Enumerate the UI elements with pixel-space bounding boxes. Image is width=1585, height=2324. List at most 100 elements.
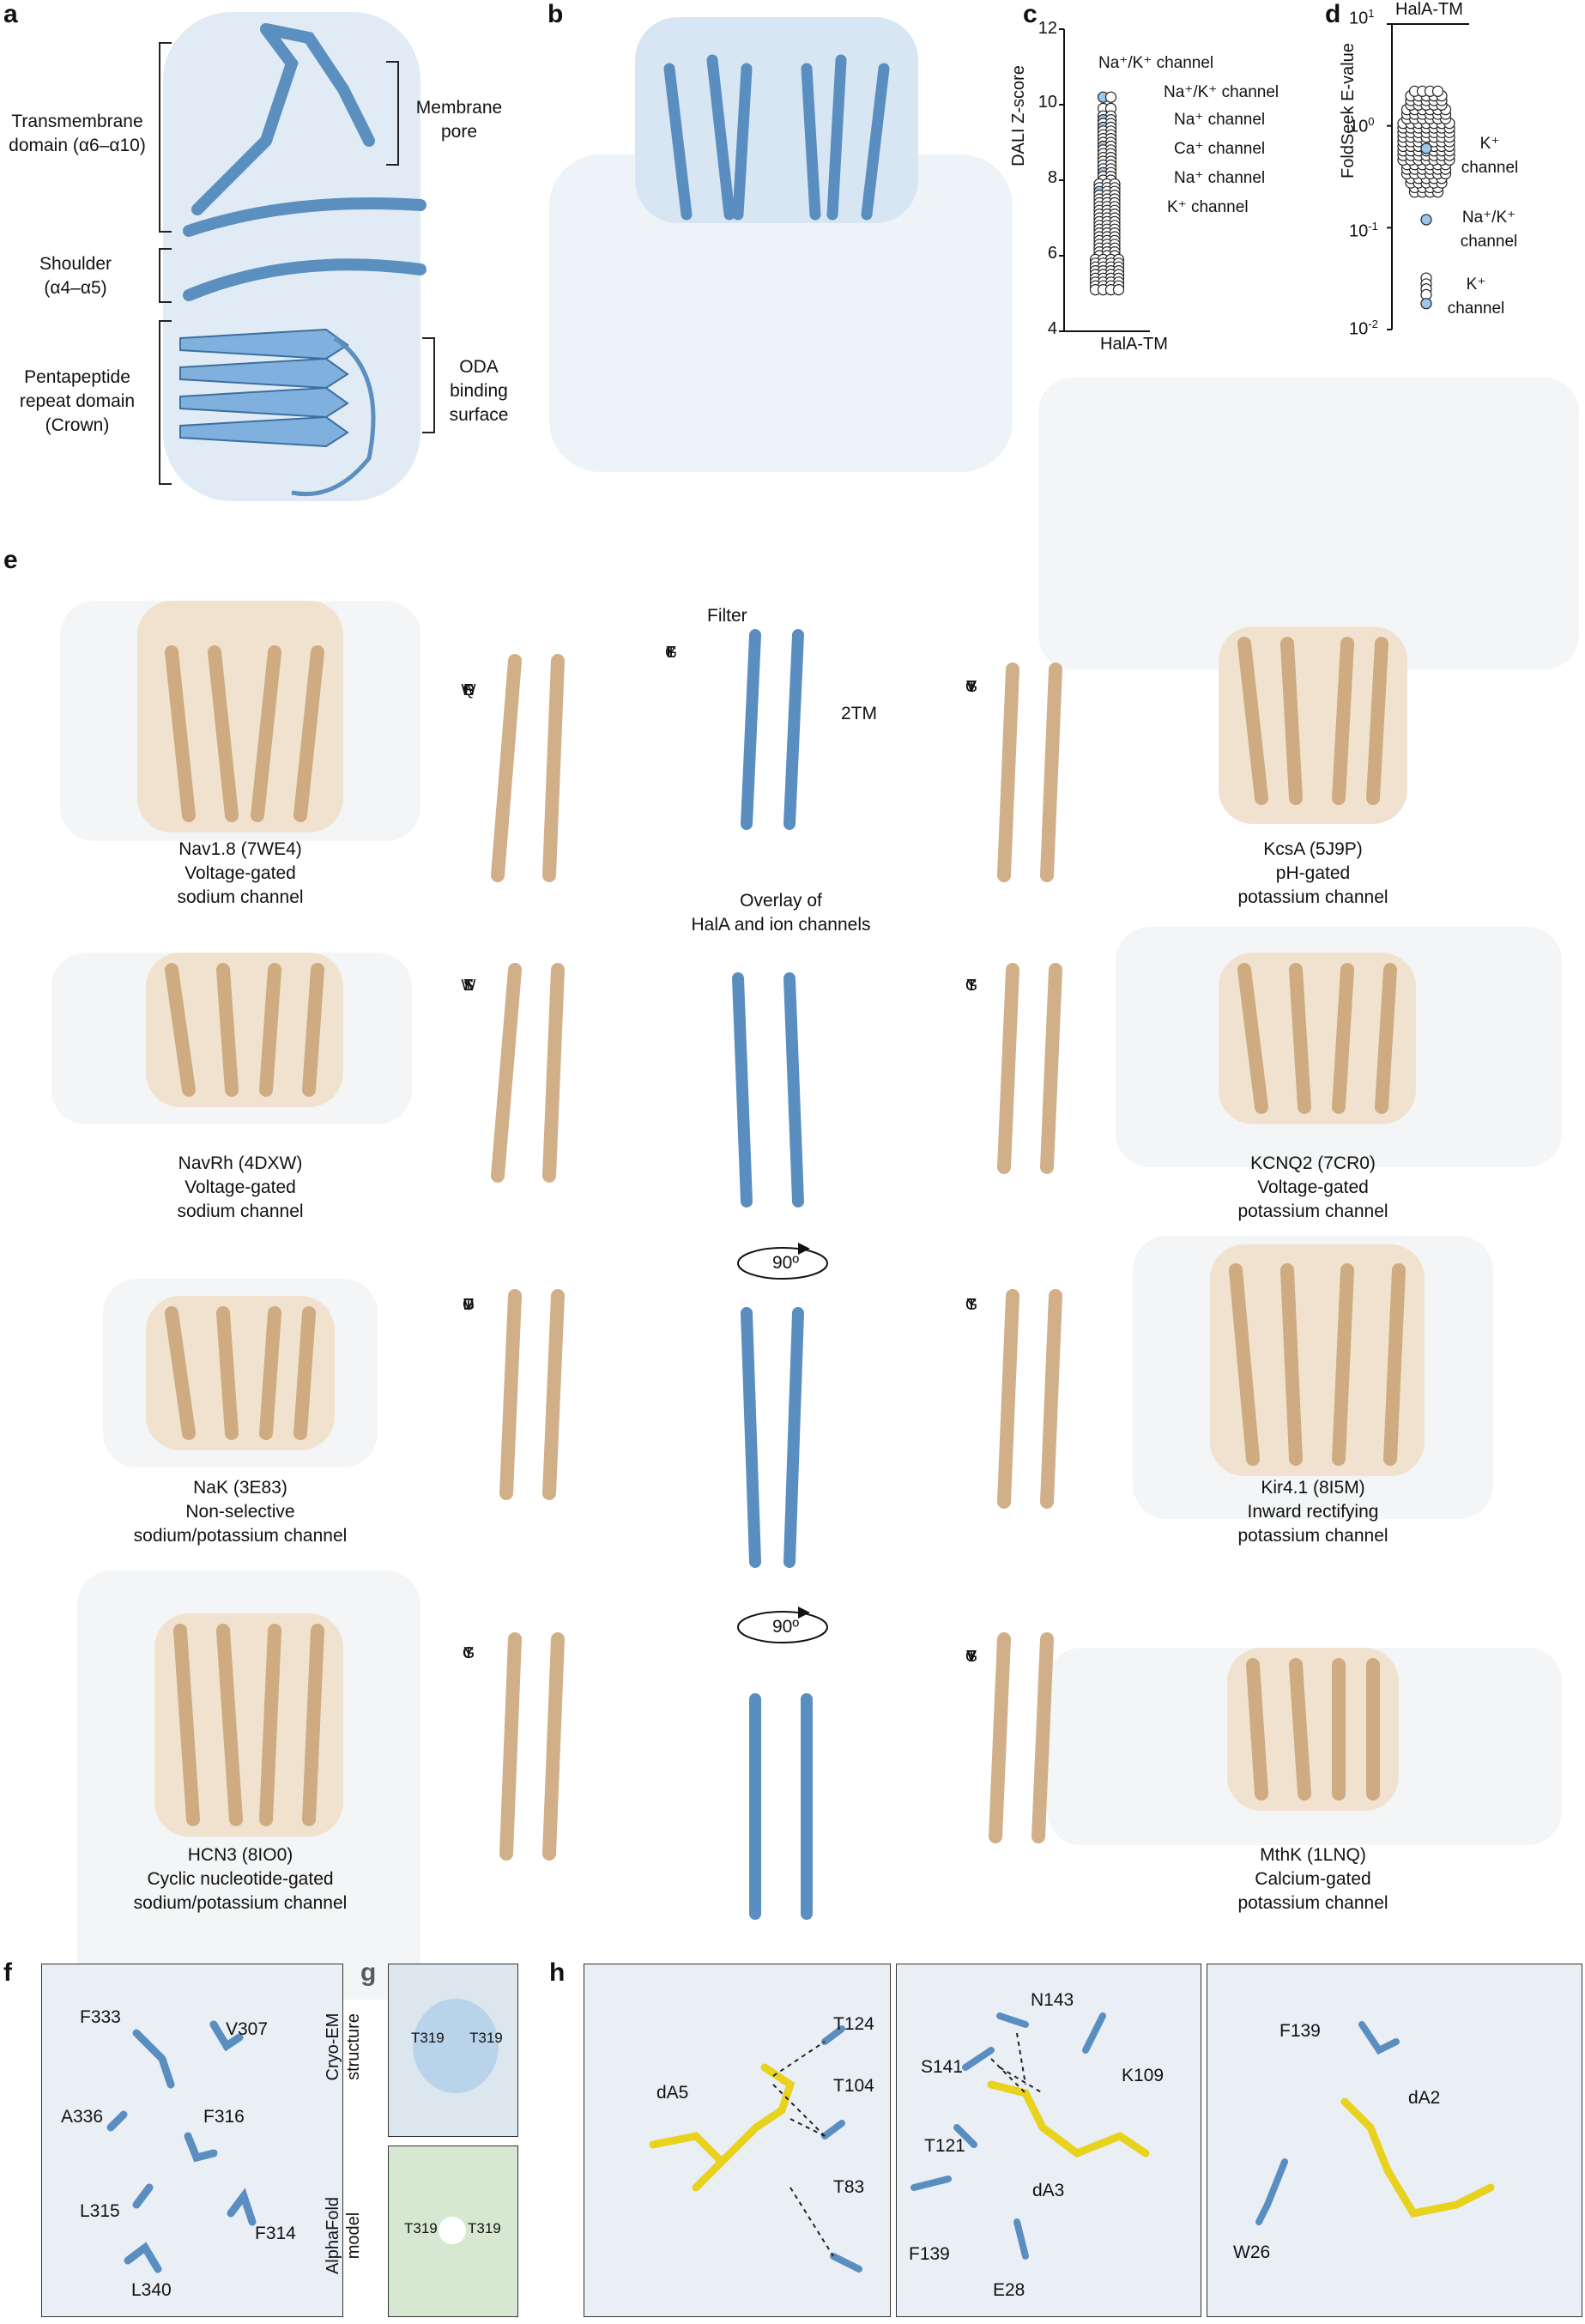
c-ann-4: Ca⁺ channel (1174, 140, 1266, 158)
res-v307: V307 (226, 2019, 269, 2039)
h3-w26: W26 (1233, 2242, 1271, 2262)
d-data-point (1420, 142, 1432, 154)
h2-n143: N143 (1031, 1990, 1074, 2010)
d-title: HalA-TM (1395, 0, 1463, 19)
e-filter-label: Filter (707, 606, 747, 626)
bracket-membrane-pore (386, 61, 399, 166)
d-ann-3: K⁺channel (1447, 275, 1505, 318)
h2-e28: E28 (993, 2280, 1025, 2300)
bracket-oda (422, 337, 435, 433)
d-data-point (1420, 298, 1432, 310)
c-ann-1: Na⁺/K⁺ channel (1098, 54, 1214, 72)
h3-ligand (1255, 2021, 1495, 2225)
af-pore (439, 2217, 466, 2244)
res-f316: F316 (203, 2107, 245, 2127)
res-l315: L315 (80, 2201, 120, 2221)
kcsa-complex-ghost (1038, 378, 1579, 669)
h2-f139: F139 (909, 2244, 950, 2264)
bracket-tm-domain (159, 42, 172, 233)
panel-label-a: a (3, 0, 18, 28)
d-data-point (1420, 214, 1432, 226)
d-tick-1e-1: 10-1 (1349, 220, 1378, 241)
h2-da3: dA3 (1032, 2181, 1065, 2200)
c-ann-6: K⁺ channel (1167, 198, 1249, 216)
h3-da2: dA2 (1408, 2088, 1441, 2108)
panel-label-f: f (3, 1958, 12, 1987)
c-xlabel: HalA-TM (1100, 335, 1168, 354)
h1-da5: dA5 (656, 2083, 689, 2103)
e-2tm-label: 2TM (841, 704, 877, 723)
bracket-shoulder (159, 248, 172, 303)
e-rot1: 90º (772, 1253, 800, 1273)
c-data-point (1112, 284, 1125, 296)
d-tick-1e0: 100 (1349, 115, 1375, 136)
halA-monomer-structure (179, 23, 426, 497)
e-rot2: 90º (772, 1617, 800, 1637)
h1-t83: T83 (833, 2177, 865, 2197)
c-ann-5: Na⁺ channel (1174, 169, 1266, 187)
d-ann-1: K⁺channel (1461, 135, 1519, 177)
g-t319-3: T319 (404, 2220, 438, 2236)
res-f314: F314 (255, 2224, 296, 2243)
panel-f-residues (106, 2020, 257, 2273)
panel-g-af-frame: T319 T319 (388, 2145, 518, 2317)
c-data-point (1104, 91, 1117, 103)
panel-label-c: c (1023, 0, 1038, 28)
panel-label-b: b (547, 0, 564, 28)
h1-t104: T104 (833, 2076, 874, 2096)
panel-label-d: d (1325, 0, 1341, 28)
chart-c (1059, 28, 1150, 332)
cryo-pore-surface (413, 1999, 499, 2093)
c-tick-10: 10 (1038, 93, 1057, 112)
label-shoulder: Shoulder(α4–α5) (39, 254, 112, 298)
c-ann-3: Na⁺ channel (1174, 111, 1266, 129)
panel-f-frame: F333 V307 A336 F316 L315 F314 L340 (41, 1964, 343, 2317)
d-ann-2: Na⁺/K⁺channel (1460, 209, 1518, 251)
h3-f139: F139 (1279, 2021, 1321, 2041)
h2-k109: K109 (1122, 2066, 1165, 2085)
h1-ligand (649, 2025, 862, 2273)
h2-ligand (910, 2012, 1150, 2260)
panel-g-cryo-frame: T319 T319 (388, 1964, 518, 2137)
c-tick-6: 6 (1047, 244, 1057, 263)
channel-helices-overlay (165, 629, 1406, 1920)
panel-label-h: h (549, 1958, 566, 1987)
res-l340: L340 (131, 2280, 172, 2300)
panel-h-box2: N143 S141 K109 T121 dA3 F139 E28 (896, 1964, 1201, 2317)
g-t319-2: T319 (469, 2030, 503, 2046)
c-tick-8: 8 (1047, 168, 1057, 187)
res-f333: F333 (80, 2007, 121, 2027)
panel-label-g: g (360, 1958, 377, 1987)
d-tick-1e-2: 10-2 (1349, 318, 1378, 339)
panel-h-box1: T124 T104 dA5 T83 (584, 1964, 891, 2317)
chart-d (1387, 23, 1469, 330)
panel-label-e: e (3, 546, 18, 574)
d-tick-1e1: 101 (1349, 7, 1375, 28)
halA-oligomer-structure (663, 54, 890, 221)
h1-t124: T124 (833, 2014, 874, 2034)
c-ann-2: Na⁺/K⁺ channel (1164, 83, 1279, 101)
c-tick-4: 4 (1047, 319, 1057, 338)
panel-h-box3: F139 dA2 W26 (1207, 1964, 1582, 2317)
g-t319-4: T319 (468, 2220, 501, 2236)
g-t319-1: T319 (411, 2030, 445, 2046)
d-axis (1391, 23, 1469, 330)
h2-t121: T121 (924, 2136, 965, 2156)
bracket-crown (159, 320, 172, 485)
d-data-point (1431, 85, 1444, 97)
